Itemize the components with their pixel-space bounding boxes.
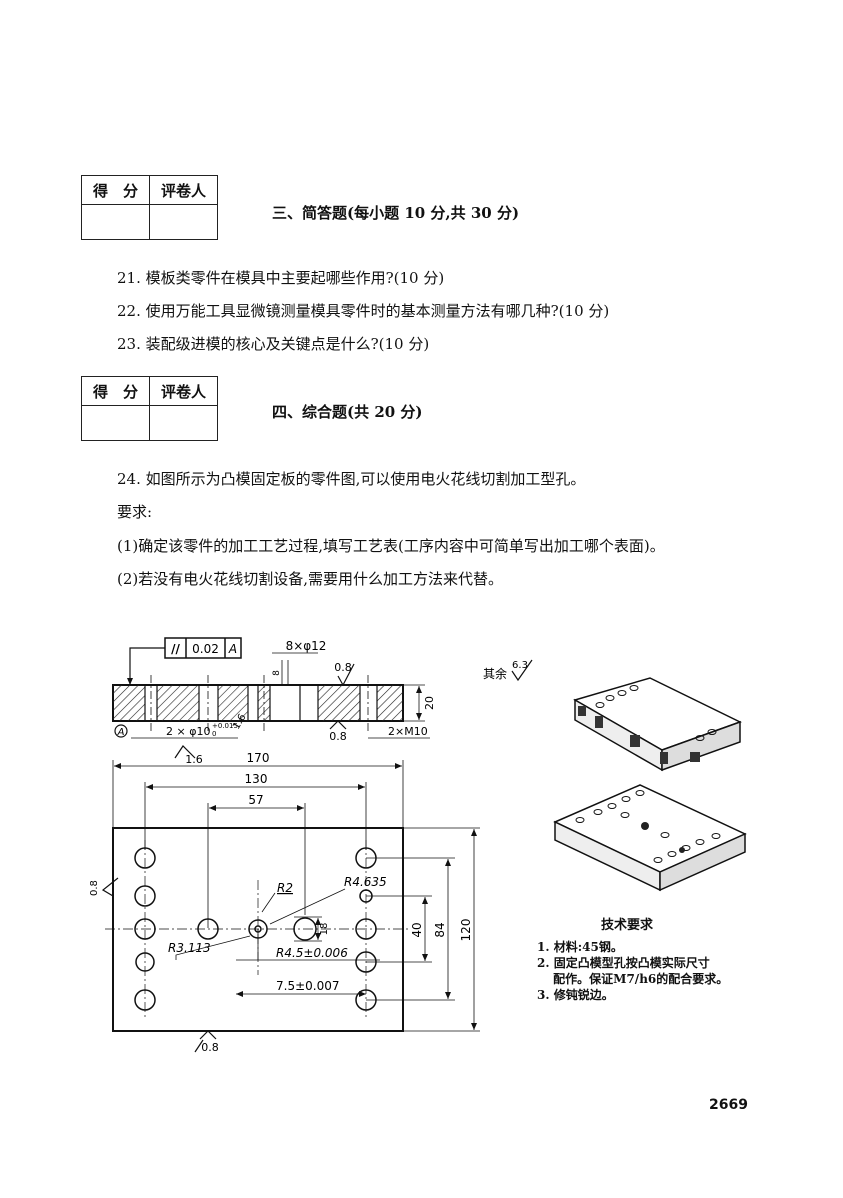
requirement-1: (1)确定该零件的加工工艺过程,填写工艺表(工序内容中可简单写出加工哪个表面)。 bbox=[117, 537, 665, 555]
isometric-view-bottom bbox=[553, 784, 747, 892]
width-170-label: 170 bbox=[247, 751, 270, 765]
r4635-label: R4.635 bbox=[344, 875, 387, 889]
datum-a-label: A bbox=[117, 727, 125, 738]
parallelism-symbol: // bbox=[171, 642, 180, 656]
score-label: 得 分 bbox=[81, 175, 150, 205]
r45-label: R4.5±0.006 bbox=[276, 946, 348, 960]
page-number: 2669 bbox=[709, 1097, 748, 1113]
plan-view: 170 130 57 120 84 40 bbox=[89, 751, 480, 1054]
roughness-top: 0.8 bbox=[334, 661, 352, 674]
height-40-label: 40 bbox=[410, 922, 424, 937]
score-cell[interactable] bbox=[81, 204, 150, 240]
section4-title: 四、综合题(共 20 分) bbox=[272, 403, 423, 421]
requirement-2: (2)若没有电火花线切割设备,需要用什么加工方法来代替。 bbox=[117, 570, 504, 588]
tolerance-datum: A bbox=[228, 642, 237, 656]
tech-notes-line-1: 1. 材料:45钢。 bbox=[537, 940, 623, 954]
dim-18-label: 18 bbox=[319, 923, 330, 936]
pin-tol-lower: 0 bbox=[212, 730, 216, 738]
r3113-label: R3.113 bbox=[168, 941, 211, 955]
pin-holes-label: 2 × φ10 bbox=[166, 725, 210, 738]
question-22: 22. 使用万能工具显微镜测量模具零件时的基本测量方法有哪几种?(10 分) bbox=[117, 302, 610, 320]
tolerance-value: 0.02 bbox=[192, 642, 219, 656]
holes-top-label: 8×φ12 bbox=[286, 639, 327, 653]
width-57-label: 57 bbox=[248, 793, 263, 807]
question-24: 24. 如图所示为凸模固定板的零件图,可以使用电火花线切割加工型孔。 bbox=[117, 470, 586, 488]
grader-cell[interactable] bbox=[149, 405, 218, 441]
score-table-section3: 得 分 评卷人 bbox=[81, 175, 218, 240]
r2-label: R2 bbox=[277, 881, 293, 895]
roughness-plan-bottom: 0.8 bbox=[201, 1041, 219, 1054]
question-21: 21. 模板类零件在模具中主要起哪些作用?(10 分) bbox=[117, 269, 445, 287]
grader-label: 评卷人 bbox=[149, 376, 218, 406]
question-23: 23. 装配级进模的核心及关键点是什么?(10 分) bbox=[117, 335, 430, 353]
part-drawing: // 0.02 A A 8×φ12 8 0.8 0.8 1.6 1.6 20 2… bbox=[89, 637, 747, 1054]
height-120-label: 120 bbox=[459, 919, 473, 942]
thread-holes-label: 2×M10 bbox=[388, 725, 428, 738]
isometric-view-top bbox=[573, 677, 742, 772]
parallelism-tolerance-frame: // 0.02 A bbox=[127, 637, 242, 685]
requirement-label: 要求: bbox=[117, 503, 153, 521]
score-label: 得 分 bbox=[81, 376, 150, 406]
score-cell[interactable] bbox=[81, 405, 150, 441]
thickness-label: 20 bbox=[423, 696, 436, 710]
grader-label: 评卷人 bbox=[149, 175, 218, 205]
pin-tol-upper: +0.015 bbox=[212, 722, 238, 730]
small-dim-label: 8 bbox=[272, 670, 282, 676]
tech-notes-line-4: 3. 修钝锐边。 bbox=[537, 988, 614, 1002]
roughness-pin-hole: 1.6 bbox=[185, 753, 203, 766]
grader-cell[interactable] bbox=[149, 204, 218, 240]
other-roughness-label: 其余 bbox=[483, 666, 507, 681]
roughness-left: 0.8 bbox=[89, 880, 100, 896]
section-view bbox=[112, 675, 404, 731]
width-130-label: 130 bbox=[245, 772, 268, 786]
d75-label: 7.5±0.007 bbox=[276, 979, 340, 993]
height-84-label: 84 bbox=[433, 922, 447, 937]
other-roughness-value: 6.3 bbox=[512, 660, 528, 671]
roughness-bottom: 0.8 bbox=[329, 730, 347, 743]
tech-notes-line-3: 配作。保证M7/h6的配合要求。 bbox=[537, 972, 729, 986]
score-table-section4: 得 分 评卷人 bbox=[81, 376, 218, 441]
tech-notes-line-2: 2. 固定凸模型孔按凸模实际尺寸 bbox=[537, 956, 710, 970]
tech-notes-title: 技术要求 bbox=[601, 918, 654, 933]
section3-title: 三、简答题(每小题 10 分,共 30 分) bbox=[272, 204, 520, 222]
